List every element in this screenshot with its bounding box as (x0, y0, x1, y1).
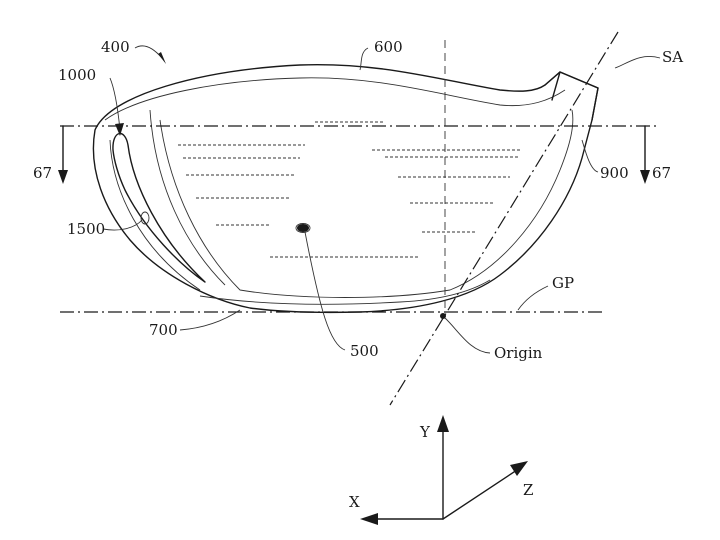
label-Z: Z (523, 481, 533, 499)
crown-outline (93, 65, 598, 313)
cg-marker (296, 224, 310, 233)
label-1000: 1000 (58, 66, 96, 84)
leader-500 (305, 232, 345, 350)
section-arrowhead-right (640, 170, 650, 184)
leader-GP (518, 286, 548, 310)
leader-1500 (103, 220, 142, 230)
leader-origin (445, 318, 490, 353)
label-GP: GP (552, 274, 574, 292)
x-axis-arrowhead (360, 513, 378, 525)
label-X: X (349, 493, 360, 511)
label-67-right: 67 (652, 164, 671, 182)
coordinate-axes (360, 415, 528, 525)
leader-900 (582, 140, 598, 172)
label-900: 900 (600, 164, 629, 182)
label-SA: SA (662, 48, 683, 66)
hosel (545, 72, 598, 120)
slot-1000 (113, 134, 205, 282)
face-outline (160, 110, 573, 298)
section-arrowhead-left (58, 170, 68, 184)
leader-400-arrow (158, 52, 166, 64)
leader-400 (135, 46, 162, 58)
label-1500: 1500 (67, 220, 105, 238)
face-score-lines (178, 122, 520, 257)
label-600: 600 (374, 38, 403, 56)
label-Y: Y (419, 423, 431, 441)
label-400: 400 (101, 38, 130, 56)
label-500: 500 (350, 342, 379, 360)
leader-700 (180, 310, 240, 330)
leader-1000 (110, 78, 120, 130)
leader-SA (615, 56, 660, 68)
label-origin: Origin (494, 344, 543, 362)
label-700: 700 (149, 321, 178, 339)
z-axis-arrowhead (510, 461, 528, 476)
label-67-left: 67 (33, 164, 52, 182)
y-axis-arrowhead (437, 415, 449, 432)
